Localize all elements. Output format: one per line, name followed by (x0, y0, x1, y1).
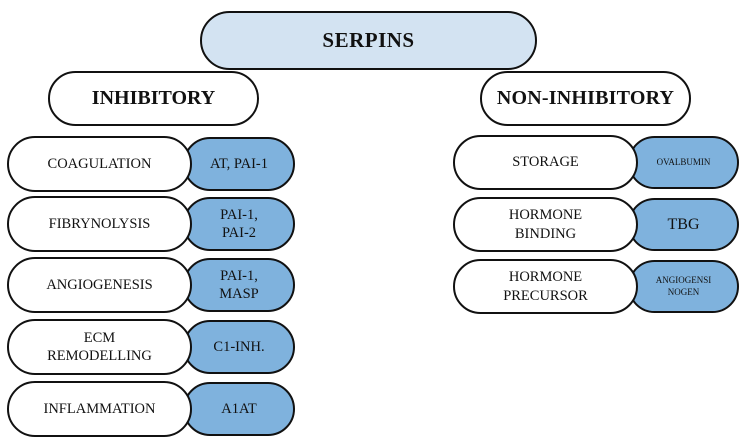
non-inhibitory-label-storage: STORAGE (453, 135, 638, 190)
non-inhibitory-value-hormone-precursor: ANGIOGENSI NOGEN (628, 260, 739, 313)
inhibitory-label-angiogenesis: ANGIOGENESIS (7, 257, 192, 313)
inhibitory-value-fibrynolysis: PAI-1, PAI-2 (183, 197, 295, 251)
inhibitory-label-ecm-remodelling: ECM REMODELLING (7, 319, 192, 375)
non-inhibitory-label-hormone-precursor: HORMONE PRECURSOR (453, 259, 638, 314)
inhibitory-value-coagulation: AT, PAI-1 (183, 137, 295, 191)
inhibitory-heading: INHIBITORY (48, 71, 259, 126)
inhibitory-label-inflammation: INFLAMMATION (7, 381, 192, 437)
non-inhibitory-value-storage: OVALBUMIN (628, 136, 739, 189)
non-inhibitory-heading: NON-INHIBITORY (480, 71, 691, 126)
inhibitory-value-angiogenesis: PAI-1, MASP (183, 258, 295, 312)
root-node: SERPINS (200, 11, 537, 70)
inhibitory-label-fibrynolysis: FIBRYNOLYSIS (7, 196, 192, 252)
inhibitory-value-ecm-remodelling: C1-INH. (183, 320, 295, 374)
non-inhibitory-value-hormone-binding: TBG (628, 198, 739, 251)
inhibitory-label-coagulation: COAGULATION (7, 136, 192, 192)
non-inhibitory-label-hormone-binding: HORMONE BINDING (453, 197, 638, 252)
inhibitory-value-inflammation: A1AT (183, 382, 295, 436)
